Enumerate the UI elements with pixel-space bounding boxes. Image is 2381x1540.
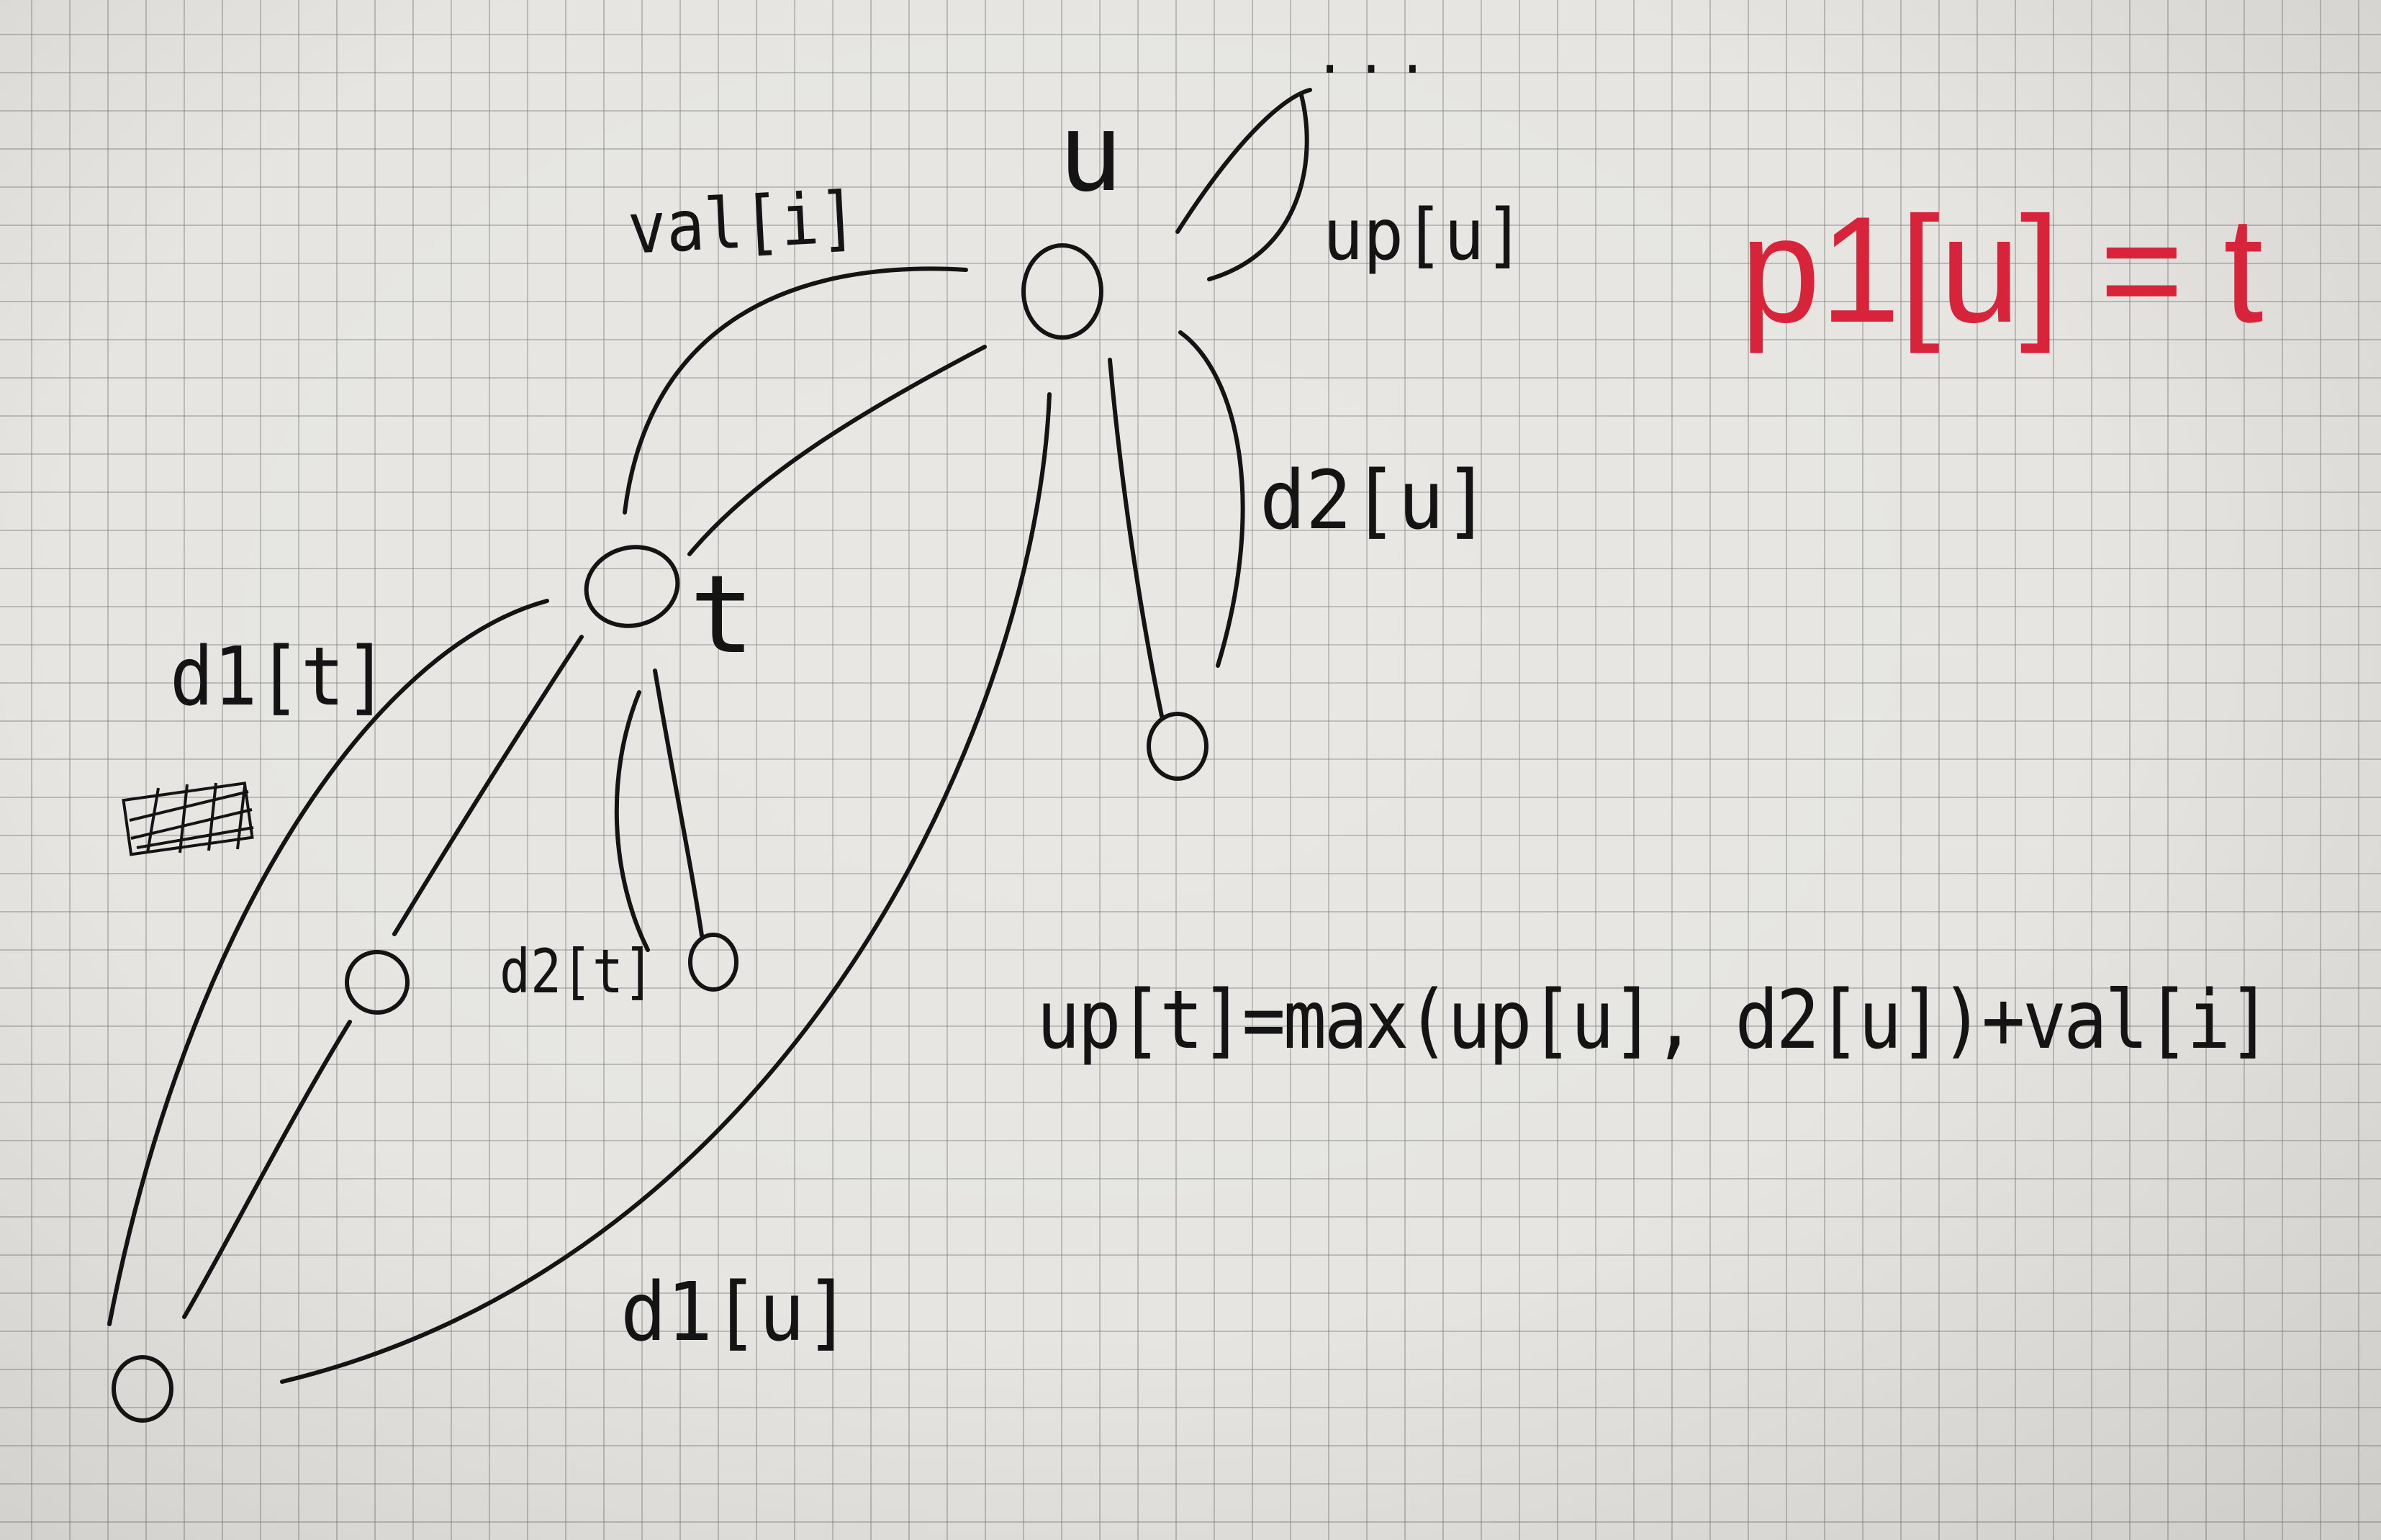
edge-t-right-child	[653, 669, 704, 938]
ellipsis-label: ...	[1314, 24, 1439, 85]
arc-up-u	[1175, 88, 1312, 281]
node-deep-leaf	[112, 1355, 173, 1423]
edge-u-right-child	[1108, 358, 1164, 718]
arc-val-i	[623, 266, 968, 515]
p1-formula: p1[u] = t	[1740, 185, 2264, 354]
node-t	[584, 545, 680, 628]
edge-leftchild-leaf	[182, 1020, 352, 1319]
node-t-label: t	[690, 553, 755, 678]
arc-d2-u	[1178, 330, 1245, 668]
d2-u-label: d2[u]	[1260, 454, 1491, 548]
val-i-label: val[i]	[625, 176, 859, 271]
up-u-label: up[u]	[1323, 194, 1525, 276]
edge-u-t	[687, 345, 987, 556]
node-u	[1021, 243, 1103, 340]
node-t-child-right	[688, 933, 738, 992]
arc-d2-t	[614, 690, 650, 952]
arc-d1-u	[280, 392, 1052, 1384]
d2-t-label: d2[t]	[500, 936, 654, 1007]
node-u-right-child	[1147, 712, 1208, 781]
d1-t-label: d1[t]	[170, 630, 389, 724]
arc-d1-t	[107, 599, 549, 1326]
node-t-child-left	[345, 950, 410, 1015]
d1-u-label: d1[u]	[620, 1266, 851, 1359]
up-t-formula: up[t]=max(up[u], d2[u])+val[i]	[1036, 974, 2272, 1067]
crossed-out-scribble	[122, 782, 254, 856]
edge-t-left-child	[392, 635, 584, 936]
node-u-label: u	[1058, 91, 1124, 216]
